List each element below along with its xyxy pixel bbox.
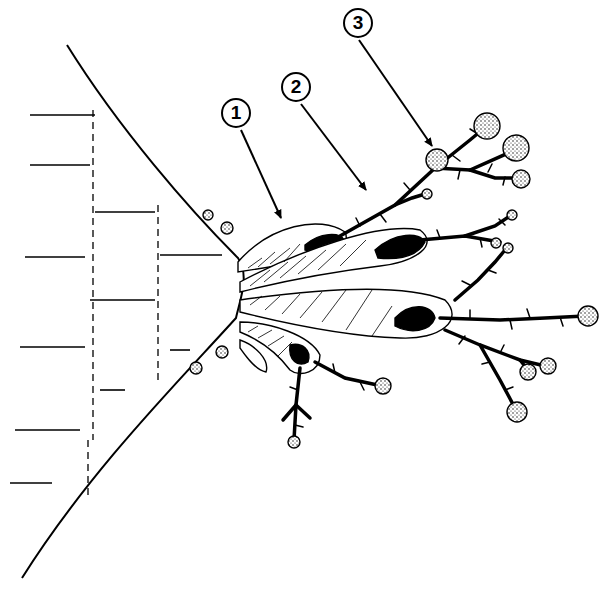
callout-number: 2 bbox=[281, 72, 311, 102]
callout-number: 3 bbox=[343, 8, 373, 38]
callout-number: 1 bbox=[221, 98, 251, 128]
